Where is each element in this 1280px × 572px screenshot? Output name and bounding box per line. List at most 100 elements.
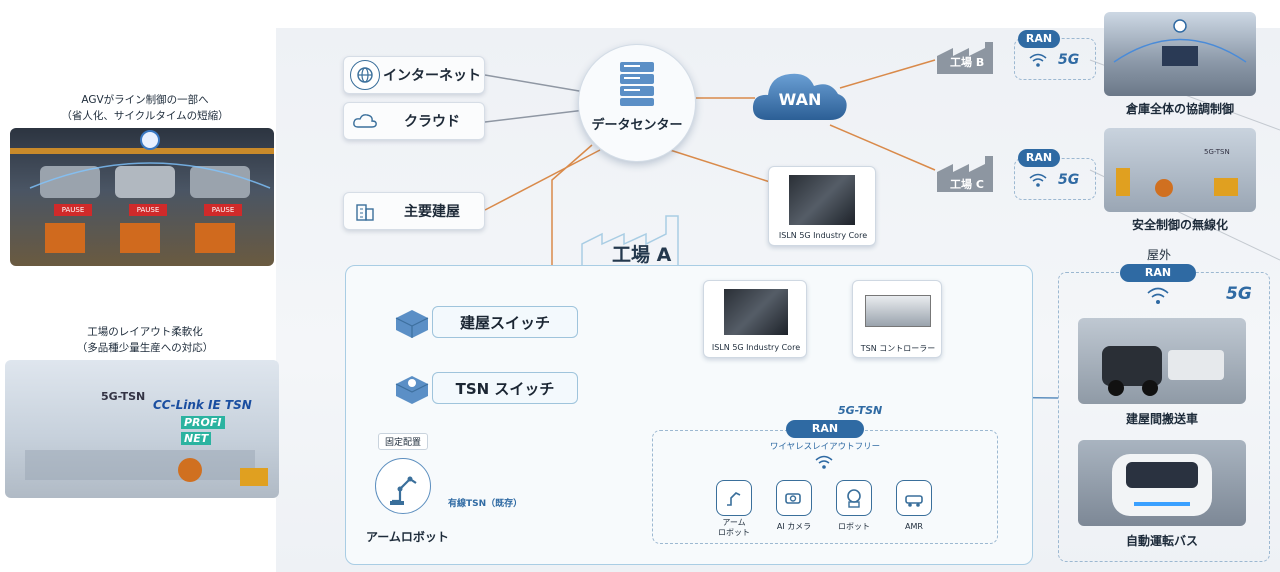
core-factory-a-image (724, 289, 788, 335)
agv-illustration (10, 130, 274, 253)
cclink-logo: CC-Link IE TSN (153, 398, 252, 412)
wan-label: WAN (778, 90, 822, 109)
factory-b-5g: 5G (1058, 52, 1080, 68)
layout-illustration (25, 450, 268, 486)
arm-robot-label: アームロボット (366, 530, 449, 544)
factory-a-roof (580, 210, 690, 268)
cloud-icon (350, 106, 380, 136)
factory-c-label: 工場 C (950, 178, 984, 191)
arm-robot-icon (390, 476, 417, 505)
factory-a-ran: RAN (786, 420, 864, 438)
device-ai-camera (776, 480, 812, 516)
server-rack-icon (618, 60, 656, 108)
outdoor-5g: 5G (1226, 284, 1252, 304)
line-internet-dc (484, 74, 586, 93)
building-switch: 建屋スイッチ (432, 306, 578, 338)
core-factory-a-box: ISLN 5G Industry Core (703, 280, 807, 358)
tsn-tag-left: 5G-TSN (101, 390, 146, 403)
bus-photo (1078, 440, 1246, 526)
cloud-card: クラウド (343, 102, 485, 140)
core-top-label: ISLN 5G Industry Core (778, 231, 868, 240)
outdoor-ran: RAN (1120, 264, 1196, 282)
factory-a-title: 工場 A (612, 244, 672, 266)
wifi-icon-factory-a (814, 454, 834, 474)
profinet-logo-2: NET (181, 432, 212, 445)
agv-caption-2: （省人化、サイクルタイムの短縮） (61, 110, 229, 122)
agv-caption-1: AGVがライン制御の一部へ (81, 94, 209, 106)
wireless-free-label: ワイヤレスレイアウトフリー (769, 442, 881, 452)
bus-caption: 自動運転バス (1125, 534, 1198, 548)
datacenter-label: データセンター (591, 118, 683, 133)
pause-badge-2: PAUSE (129, 204, 167, 216)
arm-robot-node (375, 458, 431, 514)
transport-illustration (1102, 346, 1224, 396)
layout-caption-1: 工場のレイアウト柔軟化 (87, 326, 203, 338)
factory-c-ran: RAN (1018, 149, 1060, 167)
fixed-tag: 固定配置 (378, 433, 429, 450)
layout-caption-2: （多品種少量生産への対応） (76, 342, 214, 354)
warehouse-caption: 倉庫全体の協調制御 (1125, 102, 1234, 116)
pause-badge-3: PAUSE (204, 204, 242, 216)
main-building-label: 主要建屋 (404, 204, 460, 220)
safety-caption: 安全制御の無線化 (1131, 218, 1228, 232)
tsn-switch-label: TSN スイッチ (455, 379, 555, 398)
factory-c-icon (935, 152, 1005, 194)
warehouse-illustration (1113, 19, 1247, 66)
transport-caption: 建屋間搬送車 (1125, 412, 1198, 426)
line-wan-factory-b (839, 59, 936, 89)
wifi-icon-outdoor (1146, 286, 1170, 310)
device-robot (836, 480, 872, 516)
building-switch-icon (392, 306, 432, 340)
globe-icon (350, 60, 380, 90)
factory-b-ran: RAN (1018, 30, 1060, 48)
device-amr (896, 480, 932, 516)
wifi-icon-c (1028, 172, 1048, 192)
agv-photo: PAUSE PAUSE PAUSE (10, 128, 274, 266)
layout-photo: 5G-TSN CC-Link IE TSN PROFI NET (5, 360, 279, 498)
profinet-logo-1: PROFI (181, 416, 225, 429)
cloud-label: クラウド (404, 114, 460, 130)
line-building-dc (484, 149, 601, 211)
wired-tsn-label: 有線TSN（既存） (448, 499, 523, 509)
main-building-card: 主要建屋 (343, 192, 485, 230)
line-dc-core (669, 149, 771, 183)
device-amr-label: AMR (905, 522, 923, 531)
warehouse-photo (1104, 12, 1256, 96)
outdoor-label: 屋外 (1146, 248, 1171, 262)
internet-card: インターネット (343, 56, 485, 94)
pause-badge-1: PAUSE (54, 204, 92, 216)
factory-b-icon (935, 38, 1005, 76)
device-camera-label: AI カメラ (776, 522, 812, 531)
factory-b-label: 工場 B (950, 56, 985, 69)
core-top-box: ISLN 5G Industry Core (768, 166, 876, 246)
building-switch-label: 建屋スイッチ (459, 313, 550, 332)
line-cloud-dc (484, 109, 586, 123)
device-arm-robot (716, 480, 752, 516)
tsn-switch: TSN スイッチ (432, 372, 578, 404)
tsn-switch-icon (392, 370, 432, 406)
core-top-image (789, 175, 855, 225)
device-arm-label: アーム ロボット (718, 518, 750, 537)
device-arm-icon (727, 492, 741, 506)
safety-illustration (1116, 168, 1238, 197)
tsn-controller-box: TSN コントローラー (852, 280, 942, 358)
core-factory-a-label: ISLN 5G Industry Core (711, 343, 801, 352)
internet-label: インターネット (383, 68, 481, 84)
tsn-controller-image (865, 295, 931, 327)
safety-photo: 5G-TSN (1104, 128, 1256, 212)
transport-photo (1078, 318, 1246, 404)
building-icon (350, 196, 380, 226)
factory-c-5g: 5G (1058, 172, 1080, 188)
device-camera-icon (785, 493, 801, 504)
wan-cloud (750, 62, 850, 126)
line-wan-factory-c (829, 124, 936, 171)
tsn-controller-label: TSN コントローラー (860, 344, 936, 353)
device-robot-label: ロボット (838, 522, 870, 531)
safety-tsn-tag: 5G-TSN (1204, 148, 1230, 156)
device-robot-icon (847, 489, 861, 508)
bus-illustration (1112, 454, 1212, 516)
device-amr-icon (905, 495, 923, 507)
five-g-tsn-label: 5G-TSN (838, 404, 883, 417)
wifi-icon-b (1028, 52, 1048, 72)
